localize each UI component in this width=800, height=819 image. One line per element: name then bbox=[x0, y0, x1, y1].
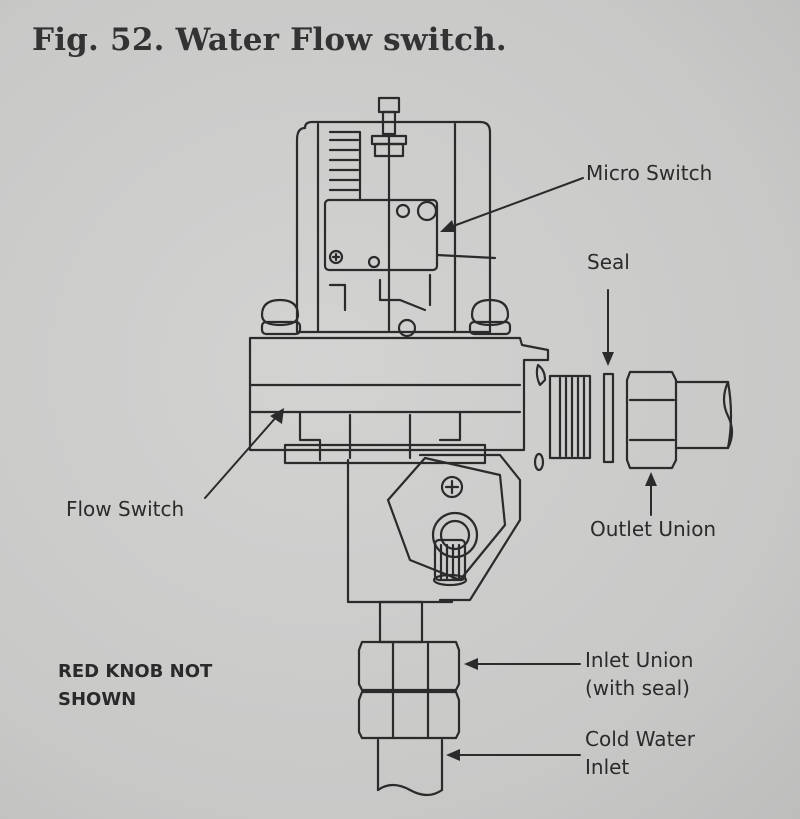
leader-cold-water bbox=[446, 749, 581, 761]
label-cold-water: Cold Water bbox=[585, 727, 695, 751]
label-flow-switch: Flow Switch bbox=[66, 497, 185, 521]
note-line-2: SHOWN bbox=[58, 689, 137, 710]
label-micro-switch: Micro Switch bbox=[586, 161, 713, 185]
red-knob-note: RED KNOB NOT SHOWN bbox=[58, 658, 212, 714]
micro-switch bbox=[323, 198, 497, 338]
label-cold-water-inlet: Inlet bbox=[585, 755, 630, 779]
leader-inlet-union bbox=[464, 658, 581, 670]
leader-seal bbox=[602, 289, 614, 366]
leader-flow-switch bbox=[204, 408, 284, 499]
flow-switch-body bbox=[248, 336, 550, 465]
label-seal: Seal bbox=[587, 250, 630, 274]
figure-title: Fig. 52. Water Flow switch. bbox=[32, 22, 507, 58]
seal-washer bbox=[602, 372, 615, 464]
top-stem bbox=[370, 96, 408, 332]
outlet-union-nut bbox=[625, 370, 734, 470]
mounting-knobs bbox=[260, 298, 512, 336]
label-outlet-union: Outlet Union bbox=[590, 517, 717, 541]
inlet-union-assembly bbox=[357, 600, 461, 797]
outlet-thread bbox=[533, 374, 592, 472]
lower-valve-body bbox=[346, 453, 522, 604]
label-inlet-union: Inlet Union bbox=[585, 648, 694, 672]
leader-micro-switch bbox=[440, 177, 584, 232]
label-inlet-union-seal: (with seal) bbox=[585, 676, 690, 700]
upper-housing bbox=[295, 120, 492, 334]
leader-outlet-union bbox=[645, 472, 657, 516]
note-line-1: RED KNOB NOT bbox=[58, 661, 213, 682]
